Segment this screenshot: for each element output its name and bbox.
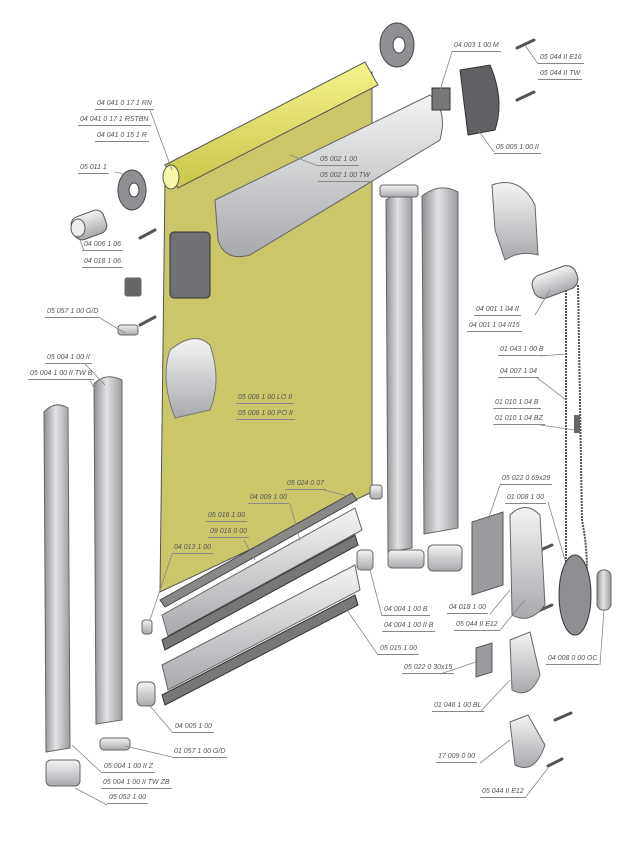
holder: [509, 714, 546, 768]
label-safety-clip: 01 046 1 00 BL: [432, 702, 484, 712]
idler: [431, 87, 451, 111]
clutch: [531, 265, 579, 299]
label-tube-r: 04 041 0 15 1 R: [95, 132, 149, 142]
label-chain-stop: 01 043 1 00 B: [498, 346, 546, 356]
label-bar-cap: 04 013 1 00: [172, 544, 213, 554]
label-screw-e16: 05 044 II E16: [538, 54, 584, 64]
label-cassette-1: 05 002 1 00: [318, 156, 359, 166]
washer-left: [117, 169, 147, 211]
label-base-plate: 04 018 1 00: [447, 604, 488, 614]
label-plug-2: 04 018 1 06: [82, 258, 123, 268]
washer-top: [379, 22, 415, 68]
label-profile-tw-zb: 05 004 1 00 II TW ZB: [101, 779, 172, 789]
label-bottom-cover: 05 052 1 00: [107, 794, 148, 804]
label-plug-1: 04 006 1 06: [82, 241, 123, 251]
label-guide-cap-bottom: 01 057 1 00 G/D: [172, 748, 228, 758]
label-clutch-2: 04 001 1 04 II15: [467, 322, 522, 332]
label-end-profile-b: 04 004 1 00 B: [382, 606, 430, 616]
end-cap: [165, 338, 217, 419]
safety-clip: [509, 631, 541, 694]
label-tube-rstbn: 04 041 0 17 1 RSTBN: [78, 116, 151, 126]
chain-connector: [574, 415, 580, 433]
bead-chain: [565, 284, 588, 601]
leader-lines: [71, 44, 605, 806]
label-tube-rn: 04 041 0 17 1 RN: [95, 100, 154, 110]
profile-clip: [491, 182, 539, 261]
label-bracket-right: 05 005 1 00 II: [494, 144, 541, 154]
label-idler: 04 003 1 00 M: [452, 42, 501, 52]
label-washer: 05 011 1: [78, 164, 109, 174]
roller-tube: [162, 61, 379, 190]
label-end-cap-po: 05 006 1 00 PO II: [236, 410, 295, 420]
label-profile-z: 05 004 1 00 II Z: [102, 763, 156, 773]
label-adhesive-large: 05 022 0 69x29: [500, 475, 553, 485]
label-connector-2: 01 010 1 04 BZ: [493, 415, 545, 425]
label-chain-tensioner: 01 008 1 00: [505, 494, 546, 504]
label-connector-1: 01 010 1 04 B: [493, 399, 541, 409]
bottom-bars: [159, 492, 363, 706]
label-profile-left-1: 05 004 1 00 II: [45, 354, 92, 364]
label-guide-cap: 05 057 1 00 G/D: [45, 308, 101, 318]
label-profile-left-2: 05 004 1 00 II TW B: [28, 370, 95, 380]
label-screw-e12-a: 05 044 II E12: [454, 621, 500, 631]
label-clutch-1: 04 001 1 04 II: [474, 306, 521, 316]
label-adhesive-small: 05 022 0 30x15: [402, 664, 455, 674]
label-end-plug: 04 005 1 00: [173, 723, 214, 733]
label-end-profile-iib: 04 004 1 00 II B: [382, 622, 436, 632]
label-chain-weight: 04 008 0 00 OC: [546, 655, 600, 665]
label-seal-profile: 05 015 1 00: [378, 645, 419, 655]
label-screw-tw: 05 044 II TW: [538, 70, 583, 80]
chain-weight: [596, 569, 612, 611]
label-holder: 17 009 0 00: [436, 753, 477, 763]
label-bottom-bar: 04 009 1 00: [248, 494, 289, 504]
label-end-cap-lo: 05 006 1 00 LO II: [236, 394, 295, 404]
label-cassette-2: 05 002 1 00 TW: [318, 172, 372, 182]
adhesive-large: [471, 511, 504, 596]
label-bar-insert-1: 05 016 1 00: [206, 512, 247, 522]
left-bracket: [169, 231, 211, 299]
label-tape: 05 024 0 07: [285, 480, 326, 490]
label-chain: 04 007 1 04: [498, 368, 539, 378]
base-plate: [509, 507, 546, 619]
adhesive-small: [475, 642, 493, 678]
label-bar-insert-2: 09 016 0 00: [208, 528, 249, 538]
right-bracket: [459, 64, 500, 136]
label-screw-e12-b: 05 044 II E12: [480, 788, 526, 798]
small-caps: [45, 184, 463, 787]
plug: [70, 209, 108, 241]
chain-tensioner-weight: [558, 554, 592, 636]
side-profiles: [43, 187, 459, 753]
